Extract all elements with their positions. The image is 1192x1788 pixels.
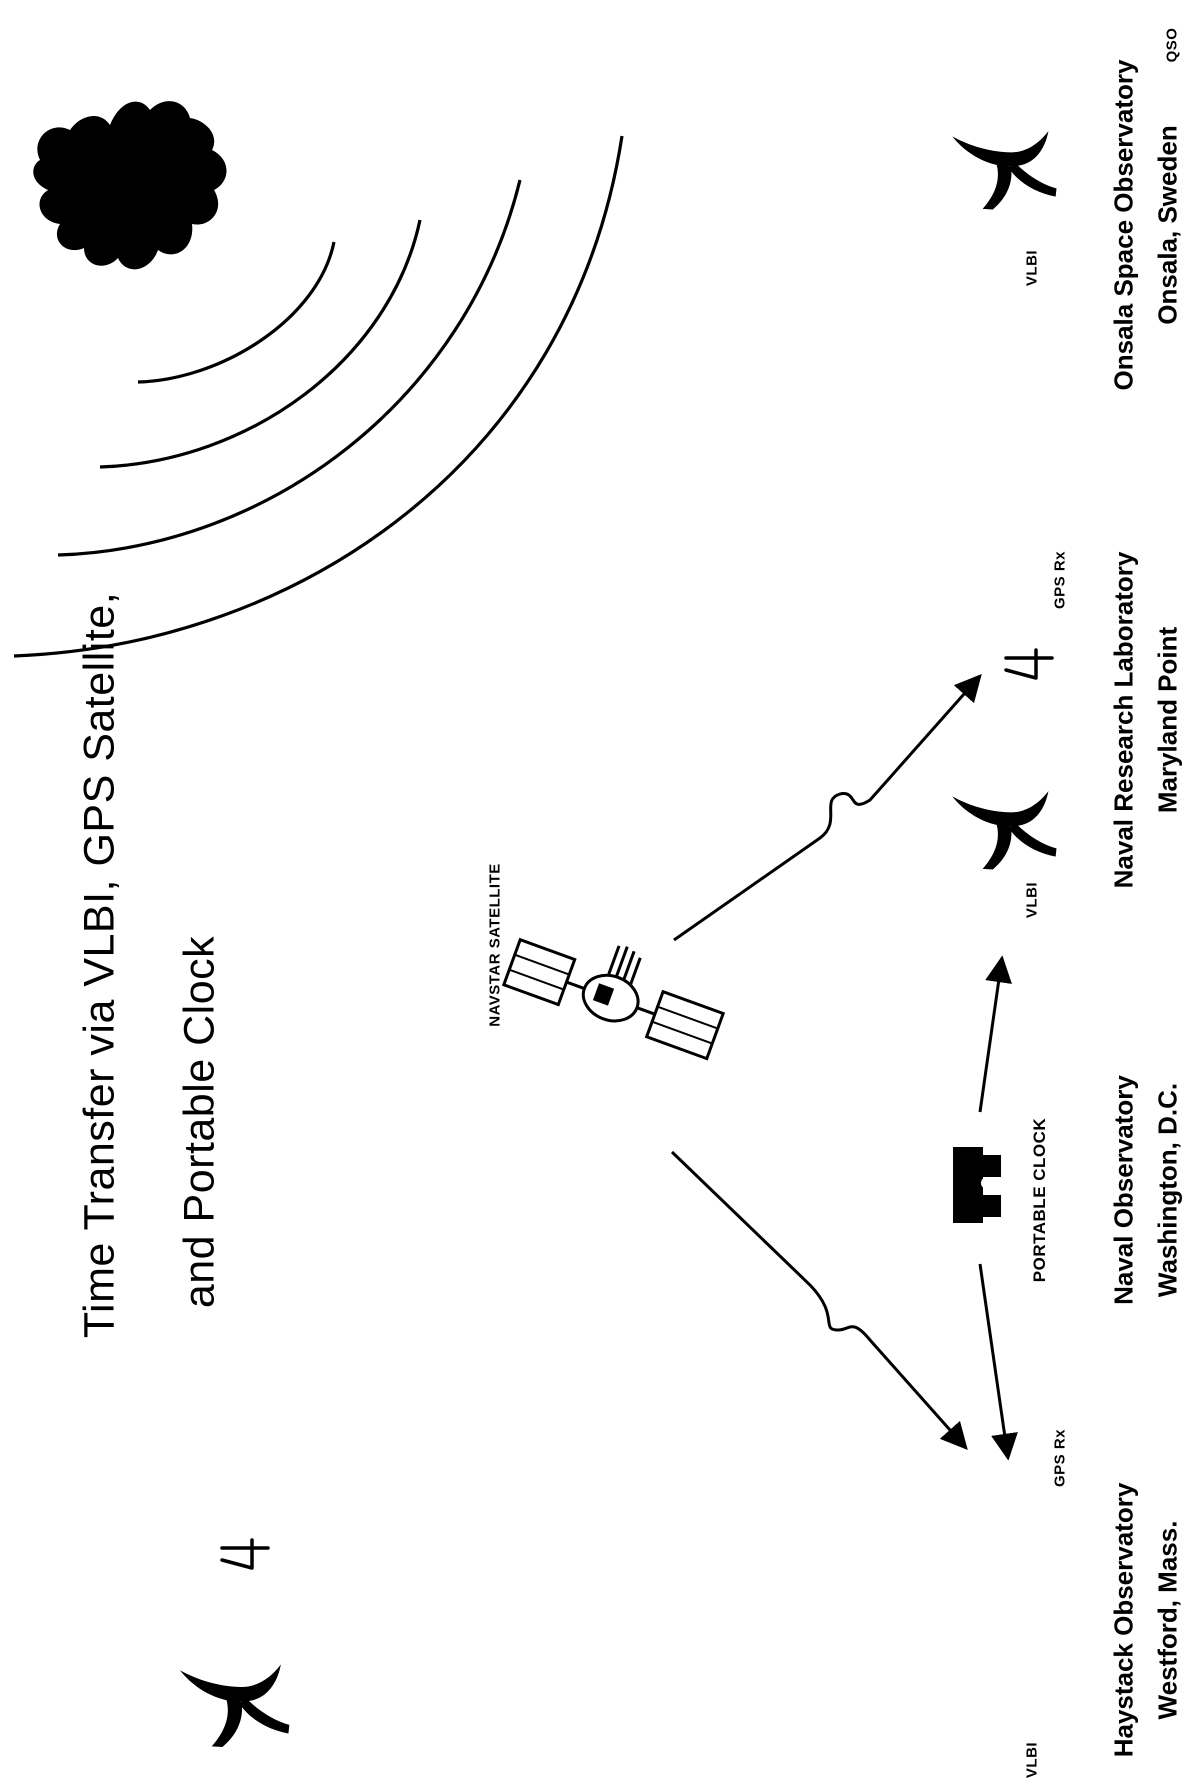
radio-waves [13, 135, 624, 658]
site-name-usno: Naval Observatory [1108, 1075, 1139, 1305]
site-location-haystack: Westford, Mass. [1152, 1520, 1183, 1720]
gps-antenna-icon [220, 1538, 270, 1570]
gps-label-nrl: GPS Rx [1051, 550, 1069, 610]
quasar-icon [33, 101, 227, 270]
radio-telescope-icon [179, 1656, 292, 1752]
gps-signal-nrl [673, 673, 982, 942]
radio-telescope-icon [952, 123, 1059, 214]
portable-clock-icon [953, 1147, 1001, 1223]
gps-signal-haystack [670, 1150, 968, 1451]
portable-clock-label: PORTABLE CLOCK [1030, 1117, 1049, 1283]
vlbi-label-nrl: VLBI [1023, 881, 1041, 919]
title-line-2: and Portable Clock [175, 935, 224, 1309]
site-name-onsala: Onsala Space Observatory [1108, 59, 1139, 391]
site-location-onsala: Onsala, Sweden [1152, 125, 1183, 325]
gps-antenna-icon [1004, 648, 1054, 680]
satellite-label: NAVSTAR SATELLITE [486, 863, 504, 1027]
clock-arrow-to-haystack [978, 1263, 1018, 1461]
gps-label-haystack: GPS Rx [1051, 1428, 1069, 1488]
radio-telescope-icon [952, 783, 1059, 874]
clock-arrow-to-nrl [978, 955, 1012, 1113]
qso-label: QSO [1163, 27, 1181, 63]
site-location-usno: Washington, D.C. [1152, 1082, 1183, 1298]
satellite-icon [501, 937, 726, 1061]
vlbi-label-haystack: VLBI [1023, 1741, 1041, 1779]
vlbi-label-onsala: VLBI [1023, 249, 1041, 287]
site-location-nrl: Maryland Point [1152, 626, 1183, 814]
site-name-nrl: Naval Research Laboratory [1108, 551, 1139, 889]
site-name-haystack: Haystack Observatory [1108, 1482, 1139, 1758]
title-line-1: Time Transfer via VLBI, GPS Satellite, [75, 591, 124, 1339]
